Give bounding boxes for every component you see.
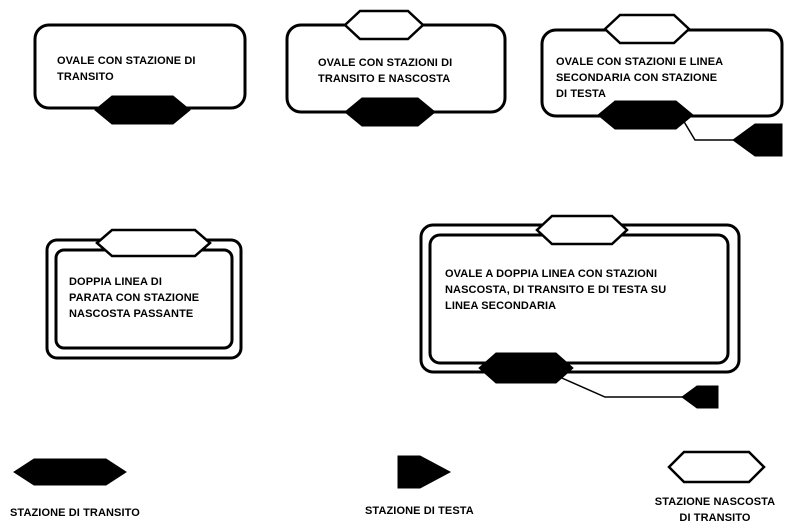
label-line: OVALE A DOPPIA LINEA CON STAZIONI: [445, 268, 658, 280]
legend-terminal-label: STAZIONE DI TESTA: [365, 505, 474, 517]
hidden-station-3: [603, 13, 691, 45]
label-line: STAZIONE NASCOSTA: [654, 496, 776, 508]
transit-station-1: [94, 95, 191, 125]
transit-station-3: [597, 100, 694, 130]
hidden-station-2: [343, 9, 425, 41]
diagram-2-label: OVALE CON STAZIONI DI TRANSITO E NASCOST…: [318, 55, 452, 87]
diagram-5-label: OVALE A DOPPIA LINEA CON STAZIONI NASCOS…: [445, 266, 666, 314]
label-line: DI TRANSITO: [679, 512, 751, 524]
label-line: TRANSITO: [57, 71, 114, 83]
legend-terminal-station-icon: [397, 455, 452, 489]
hidden-station-5: [535, 214, 629, 246]
legend-transit-station-icon: [13, 458, 127, 486]
label-line: OVALE CON STAZIONE DI: [57, 55, 196, 67]
hidden-station-4: [95, 228, 212, 258]
legend-transit-label: STAZIONE DI TRANSITO: [10, 507, 140, 519]
diagram-1-label: OVALE CON STAZIONE DI TRANSITO: [57, 53, 196, 85]
diagram-4-label: DOPPIA LINEA DI PARATA CON STAZIONE NASC…: [69, 274, 199, 322]
secondary-line-5: [554, 374, 690, 398]
label-line: OVALE CON STAZIONI E LINEA: [556, 56, 724, 68]
terminal-station-3: [732, 123, 783, 157]
label-line: DI TESTA: [556, 88, 607, 100]
diagram-3-label: OVALE CON STAZIONI E LINEA SECONDARIA CO…: [556, 54, 723, 102]
transit-station-2: [344, 97, 436, 127]
label-line: NASCOSTA PASSANTE: [69, 308, 194, 320]
legend-hidden-label: STAZIONE NASCOSTA DI TRANSITO: [645, 494, 785, 526]
label-line: NASCOSTA, DI TRANSITO E DI TESTA SU: [445, 284, 667, 296]
label-line: PARATA CON STAZIONE: [69, 292, 200, 304]
secondary-line-3: [679, 114, 745, 141]
legend-hidden-station-icon: [667, 450, 766, 484]
terminal-station-5: [681, 385, 719, 409]
label-line: TRANSITO E NASCOSTA: [318, 73, 451, 85]
label-line: SECONDARIA CON STAZIONE: [556, 72, 718, 84]
label-line: LINEA SECONDARIA: [445, 300, 557, 312]
transit-station-5: [478, 352, 574, 384]
label-line: DOPPIA LINEA DI: [69, 276, 162, 288]
label-line: OVALE CON STAZIONI DI: [318, 57, 453, 69]
